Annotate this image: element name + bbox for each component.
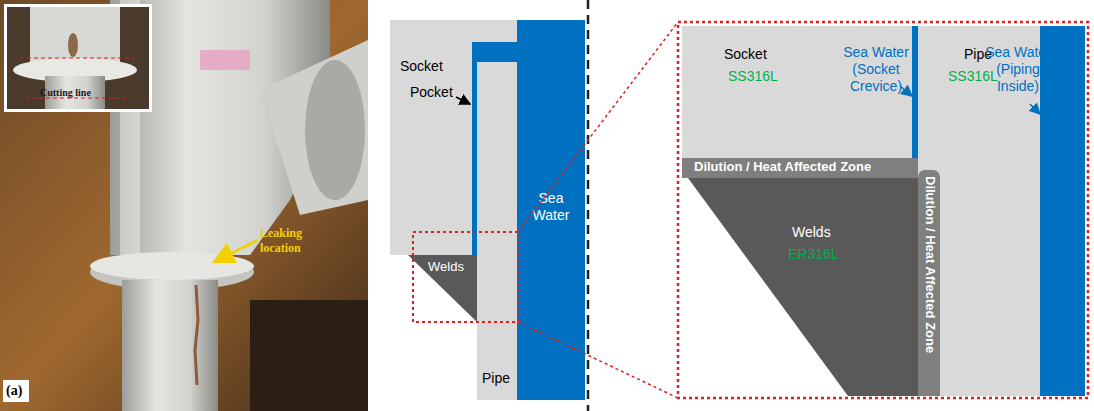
callout-label: Sea Water (Socket Crevice)	[826, 44, 926, 95]
dilution-band: Dilution / Heat Affected Zone	[682, 158, 918, 178]
callout-label: Sea Water (Piping Inside)	[976, 44, 1060, 95]
seawater-band	[1040, 26, 1085, 396]
weld-region-outline	[682, 178, 918, 396]
weld-region: WeldsER316L	[682, 178, 918, 396]
seawater-region: Sea Water	[517, 20, 585, 400]
part-name: Welds	[792, 224, 882, 241]
photo-label: Cutting line	[40, 86, 120, 99]
panel-letter: (a)	[6, 382, 30, 399]
part-name: Dilution / Heat Affected Zone	[694, 159, 914, 175]
part-name: Dilution / Heat Affected Zone	[920, 176, 938, 392]
part-name: Socket	[400, 58, 460, 75]
part-name: Sea Water	[523, 190, 579, 224]
part-name: Socket	[724, 46, 804, 63]
leak-arrow	[214, 240, 258, 262]
part-label: Pocket	[410, 84, 460, 101]
zoom-frame-large	[678, 22, 1088, 398]
material-grade: ER316L	[788, 246, 878, 263]
photo-illustration	[0, 0, 368, 411]
material-grade: SS316L	[728, 68, 808, 85]
weld-triangle: Welds	[408, 255, 477, 322]
dilution-band: Dilution / Heat Affected Zone	[918, 170, 940, 396]
photo-label: Leaking location	[260, 226, 322, 256]
part-name: Pipe	[482, 370, 516, 387]
part-name: Welds	[428, 259, 476, 275]
pocket-gap	[472, 42, 517, 62]
separator-line	[587, 0, 590, 411]
